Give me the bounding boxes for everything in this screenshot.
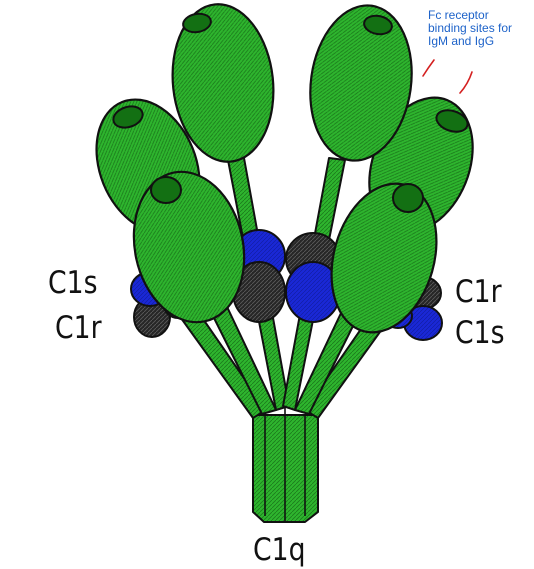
label-c1r-left: C1r: [55, 310, 102, 346]
annotation-line: Fc receptor: [428, 8, 489, 22]
label-c1q: C1q: [253, 532, 306, 568]
c1q-head-top-left: [171, 3, 275, 163]
label-c1s-left: C1s: [48, 265, 98, 301]
annotation-pointer: [422, 59, 435, 77]
c1q-head-front-right: [330, 182, 438, 334]
annotation-fc-receptor: Fc receptor binding sites for IgM and Ig…: [428, 9, 534, 48]
c1q-head-front-left: [132, 170, 246, 324]
label-c1s-right: C1s: [455, 315, 505, 351]
annotation-line: IgM and IgG: [428, 34, 495, 48]
c1q-head-top-right: [309, 4, 413, 162]
annotation-line: binding sites for: [428, 21, 513, 35]
annotation-pointer: [459, 71, 473, 94]
label-c1r-right: C1r: [455, 274, 502, 310]
